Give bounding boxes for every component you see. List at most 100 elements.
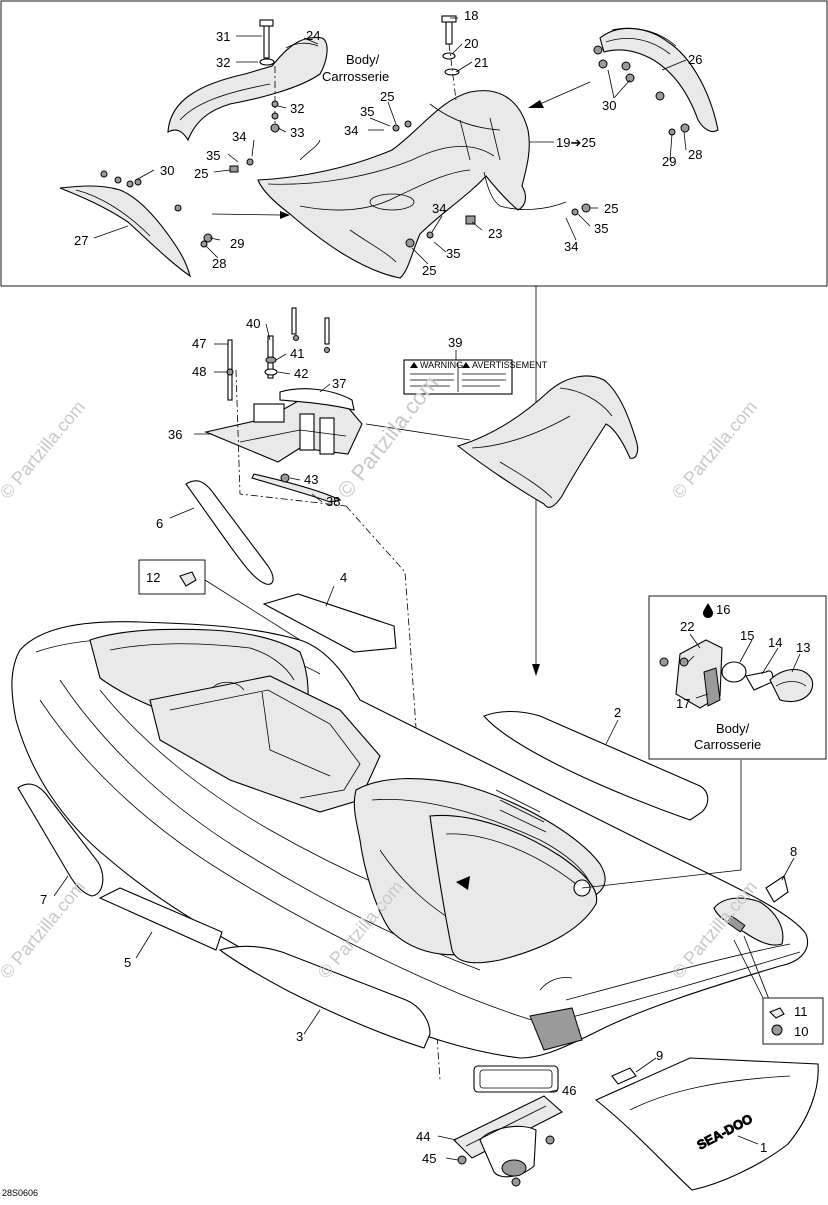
callout-36: 36 [168, 427, 182, 442]
callout-32-top: 32 [216, 55, 230, 70]
part-5-strip [98, 887, 223, 951]
callout-16: 16 [716, 602, 730, 617]
callout-34-lower: 34 [432, 201, 446, 216]
nut-25-right [581, 203, 591, 213]
callout-2: 2 [614, 705, 621, 720]
decal-avertissement-title: AVERTISSEMENT [472, 360, 548, 370]
part-27-panel [59, 185, 191, 278]
callout-32-mid: 32 [290, 101, 304, 116]
part-1-decal: SEA-DOO [594, 1057, 819, 1191]
callout-27: 27 [74, 233, 88, 248]
callout-labels: 31 32 24 32 33 34 35 25 18 20 21 25 35 3… [2, 8, 810, 1198]
callout-15: 15 [740, 628, 754, 643]
part-4-strip [262, 593, 397, 653]
assembly-arrows-top [211, 81, 591, 219]
hull-body [11, 621, 808, 1059]
part-6-strip [185, 480, 274, 585]
callout-22: 21 [474, 55, 488, 70]
callout-25-left: 25 [194, 166, 208, 181]
callout-35-mid: 35 [360, 104, 374, 119]
screw-45c [545, 1135, 555, 1145]
callout-44: 44 [416, 1129, 430, 1144]
callout-5: 5 [124, 955, 131, 970]
callout-3: 3 [296, 1029, 303, 1044]
screw-34-left [246, 158, 254, 166]
callout-26: 26 [688, 52, 702, 67]
part-2-strip [483, 710, 709, 821]
callout-31: 31 [216, 29, 230, 44]
callout-46: 46 [562, 1083, 576, 1098]
callout-6: 6 [156, 516, 163, 531]
axis-line-20 [448, 43, 457, 101]
part-36-tray [204, 388, 363, 463]
callout-10: 10 [794, 1024, 808, 1039]
part-3-strip [218, 945, 431, 1049]
callout-1: 1 [760, 1140, 767, 1155]
nut-25-mid [404, 120, 412, 128]
callout-28-left: 28 [212, 256, 226, 271]
callout-25-lower: 25 [422, 263, 436, 278]
callout-17: 17 [676, 696, 690, 711]
watermark-left-top: © Partzilla.com [0, 397, 89, 503]
leader-12 [204, 579, 301, 641]
bolt-20 [445, 19, 453, 45]
screw-34 [426, 231, 434, 239]
callout-34-left: 34 [232, 129, 246, 144]
nut-43 [280, 473, 290, 483]
clip-25-left [229, 165, 239, 173]
callout-4: 4 [340, 570, 347, 585]
part-8-decal [765, 875, 789, 903]
callout-19-25: 19➔25 [556, 135, 596, 150]
callout-35-right: 35 [594, 221, 608, 236]
body-note-inset-line1: Body/ [716, 721, 750, 736]
nut-25 [405, 238, 415, 248]
decal-warning-title: WARNING [420, 360, 463, 370]
callout-18: 22 [680, 619, 694, 634]
callout-25-mid: 25 [380, 89, 394, 104]
callout-23: 23 [488, 226, 502, 241]
callout-40: 40 [246, 316, 260, 331]
callout-45: 45 [422, 1151, 436, 1166]
part-10-11-box [762, 997, 824, 1045]
callout-47: 47 [192, 336, 206, 351]
callout-34-mid: 34 [344, 123, 358, 138]
fasteners-27 [100, 170, 213, 248]
bolt-20-head [441, 15, 457, 23]
callout-34-right: 34 [564, 239, 578, 254]
callout-29-right: 29 [662, 154, 676, 169]
callout-30-left: 30 [160, 163, 174, 178]
oil-drop-icon [703, 603, 713, 618]
storage-bin-44 [453, 1095, 563, 1178]
callout-25-right: 25 [604, 201, 618, 216]
callout-leaders [53, 17, 801, 1161]
part-upper-body-assembled [456, 375, 639, 508]
part-26-trim [599, 27, 719, 133]
washer-32b [271, 100, 279, 108]
callout-28-right: 28 [688, 147, 702, 162]
part-7-strip [17, 783, 104, 897]
bolts-40-48 [226, 307, 330, 401]
callout-20: 18 [464, 8, 478, 23]
leader-inset-2 [581, 869, 742, 889]
fasteners-26 [593, 45, 690, 136]
nut-33 [270, 123, 280, 133]
washer-32-top [259, 58, 275, 66]
callout-35-left: 35 [206, 148, 220, 163]
dash-outline-36 [235, 369, 347, 507]
callout-33: 33 [290, 125, 304, 140]
callout-7: 7 [40, 892, 47, 907]
part-24-handle [167, 36, 328, 142]
screw-45b [511, 1177, 521, 1187]
washer-35-mid [392, 124, 400, 132]
callout-37: 37 [332, 376, 346, 391]
tow-eye-parts [659, 639, 814, 709]
callout-48: 48 [192, 364, 206, 379]
clip-12 [179, 571, 197, 587]
washer-21 [442, 52, 456, 60]
gasket-46 [473, 1065, 559, 1093]
figure-code: 28S0606 [2, 1188, 38, 1198]
warning-decal-39: WARNING AVERTISSEMENT [403, 359, 548, 395]
body-note-inset-line2: Carrosserie [694, 737, 761, 752]
